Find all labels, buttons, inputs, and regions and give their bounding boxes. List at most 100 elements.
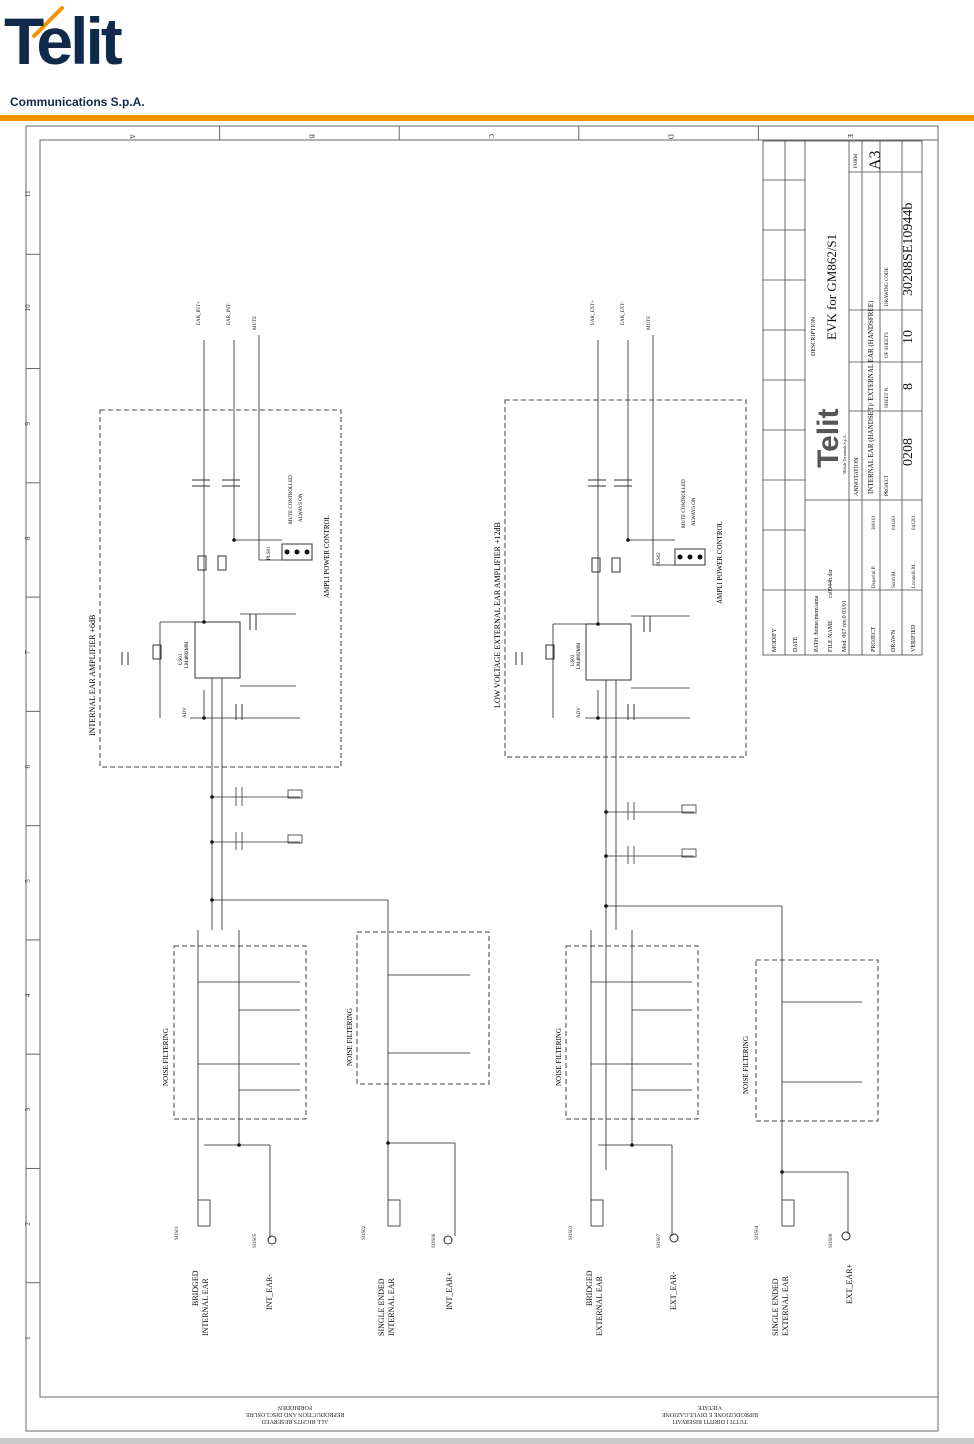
conn-sos02: SOS02 — [362, 1225, 367, 1240]
svg-text:EAR_EXT+: EAR_EXT+ — [591, 300, 596, 325]
tb-of-sheets-label: OF SHEETS — [885, 332, 890, 358]
always-on-label-2: ALWAYS ON — [692, 497, 697, 526]
amp-us01-part: LM4882MM — [185, 641, 190, 668]
border-col-label: E — [846, 134, 854, 138]
tb-annotation-label: ANNOTATION — [854, 457, 860, 496]
amp-us02 — [585, 623, 632, 681]
tb-verified-person: Locatelli M. — [912, 563, 917, 588]
footer-left-3: FORBIDDEN — [277, 1404, 312, 1410]
border-row-label: 11 — [24, 190, 32, 197]
footer-gray-bar — [0, 1438, 974, 1444]
footer-right-3: VIETATE — [698, 1404, 723, 1410]
internal-amp-block — [99, 409, 342, 768]
tb-drawn-row: DRAWN — [891, 629, 897, 652]
conn-sos01: SOS01 — [175, 1225, 180, 1240]
border-col-label: D — [667, 134, 675, 139]
conn-sos03: SOS03 — [569, 1225, 574, 1240]
bridged-external-2: EXTERNAL EAR — [595, 1275, 604, 1336]
tb-description-label: DESCRIPTION — [811, 316, 817, 356]
ampli-power-label-1: AMPLI POWER CONTROL — [323, 515, 331, 598]
bridged-internal-2: INTERNAL EAR — [201, 1278, 210, 1336]
title-block — [762, 140, 923, 656]
ext-ear-minus: EXT_EAR- — [669, 1271, 678, 1310]
bridged-internal-1: BRIDGED — [191, 1270, 200, 1306]
border-row-label: 7 — [24, 650, 32, 654]
ampli-power-label-2: AMPLI POWER CONTROL — [716, 521, 724, 604]
tb-file-label: FILE NAME — [828, 620, 834, 652]
svg-text:EAR_EXT-: EAR_EXT- — [621, 301, 626, 325]
tb-date3: 041201 — [912, 515, 917, 531]
mute-label-2: MUTE CONTROLLED — [682, 479, 687, 528]
amp-us01-ref: US01 — [179, 653, 184, 665]
external-amp-block — [504, 399, 747, 758]
tb-verified-row: VERIFIED — [911, 624, 917, 652]
svg-text:ADV: ADV — [577, 707, 582, 718]
tb-date-label: DATE — [793, 636, 799, 652]
tb-sheet-label: SHEET N. — [885, 386, 890, 408]
border-row-label: 1 — [24, 1336, 32, 1340]
single-internal-2: INTERNAL EAR — [387, 1278, 396, 1336]
outer-frame — [25, 125, 939, 1432]
border-row-label: 10 — [24, 304, 32, 312]
logo-wordmark: Telit — [4, 4, 123, 78]
noise-filter-label-2: NOISE FILTERING — [346, 1008, 354, 1066]
tb-project-row: PROJECT — [871, 626, 877, 652]
tb-date1: 300101 — [872, 515, 877, 531]
ext-ear-plus: EXT_EAR+ — [845, 1263, 854, 1304]
border-col-label: A — [128, 134, 136, 139]
single-external-1: SINGLE ENDED — [771, 1278, 780, 1336]
border-col-label: B — [307, 134, 315, 139]
tb-file-name: cs0944b.dsr — [828, 569, 834, 598]
logo-subtitle: Communications S.p.A. — [10, 95, 145, 109]
noise-filter-label-3: NOISE FILTERING — [555, 1028, 563, 1086]
always-on-label-1: ALWAYS ON — [299, 493, 304, 522]
svg-text:MUTE: MUTE — [647, 316, 652, 330]
border-row-label: 3 — [24, 1107, 32, 1111]
noise-filter-label-1: NOISE FILTERING — [162, 1028, 170, 1086]
tb-drawing-code: 30208SE10944b — [901, 203, 916, 296]
amp-us01 — [194, 621, 241, 679]
tb-modify-label: MODIFY — [772, 628, 778, 652]
single-internal-1: SINGLE ENDED — [377, 1278, 386, 1336]
bridged-external-1: BRIDGED — [585, 1270, 594, 1306]
plug-pls01 — [281, 543, 313, 561]
border-row-label: 4 — [24, 993, 32, 997]
coax-sos05: SOS05 — [253, 1233, 258, 1248]
tb-drawing-code-label: DRAWING CODE — [885, 267, 890, 306]
tb-model: Mod. 067 rev.0 03/01 — [842, 600, 848, 652]
tb-drawn-person: Sordi M. — [892, 570, 897, 588]
noise-filter-block-1 — [173, 945, 307, 1120]
coax-sos06: SOS06 — [432, 1233, 437, 1248]
internal-amp-label: INTERNAL EAR AMPLIFIER +6dB — [88, 615, 97, 736]
border-row-label: 5 — [24, 879, 32, 883]
tb-project-person: Deperini P. — [872, 566, 877, 588]
coax-sos07: SOS07 — [657, 1233, 662, 1248]
svg-text:EAR_INT-: EAR_INT- — [227, 303, 232, 325]
footer-left-2: REPRODUCTION AND DISCLOSURE — [245, 1411, 344, 1417]
tb-date2: 041201 — [892, 515, 897, 531]
amp-us02-part: LM4882MM — [577, 642, 582, 669]
header-accent-bar — [0, 115, 974, 121]
border-row-label: 2 — [24, 1222, 32, 1226]
svg-text:EAR_INT+: EAR_INT+ — [197, 301, 202, 325]
border-row-label: 6 — [24, 765, 32, 769]
mute-label-1: MUTE CONTROLLED — [289, 475, 294, 524]
tb-project-label: PROJECT — [885, 475, 890, 496]
footer-right-2: RIPRODUZIONE E DIVULGAZIONE — [662, 1411, 759, 1417]
single-external-2: EXTERNAL EAR — [781, 1275, 790, 1336]
footer-right-1: TUTTI I DIRITTI RISERVATI — [673, 1418, 748, 1424]
inner-frame — [39, 139, 939, 1398]
tb-of-sheets: 10 — [901, 330, 916, 344]
company-logo: Telit Communications S.p.A. — [0, 0, 200, 112]
plug-pls02 — [674, 548, 706, 566]
svg-text:MUTE: MUTE — [253, 316, 258, 330]
border-col-label: C — [487, 134, 495, 139]
tb-company-sub: Mobile Terminals S.p.A. — [842, 434, 847, 474]
coax-sos08: SOS08 — [829, 1233, 834, 1248]
tb-project: 0208 — [901, 438, 916, 466]
tb-company-logo: Telit — [812, 409, 845, 468]
external-amp-label: LOW VOLTAGE EXTERNAL EAR AMPLIFIER +12dB — [493, 522, 502, 708]
tb-form: A3 — [867, 150, 884, 170]
int-ear-plus: INT_EAR+ — [445, 1272, 454, 1310]
